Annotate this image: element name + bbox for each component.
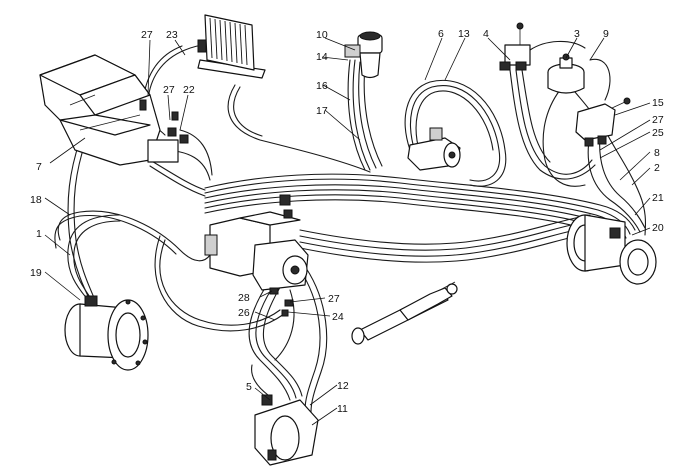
valve-15 [575, 97, 631, 147]
callout-12: 12 [337, 380, 349, 392]
callout-1: 1 [36, 228, 42, 240]
callout-19: 19 [30, 267, 42, 279]
hose-bundle-main [204, 173, 636, 263]
pump-assembly [204, 194, 309, 291]
hydraulic-cylinder [351, 281, 458, 345]
hose-bundle-lower [248, 267, 328, 413]
callout-5: 5 [246, 381, 252, 393]
callout-21: 21 [652, 192, 664, 204]
filter-3 [547, 53, 585, 94]
callout-labels: 27 23 27 22 7 18 1 19 10 14 16 17 6 13 4… [30, 28, 664, 415]
callout-16: 16 [316, 80, 328, 92]
callout-25: 25 [652, 127, 664, 139]
callout-14: 14 [316, 51, 328, 63]
callout-20: 20 [652, 222, 664, 234]
callout-9: 9 [603, 28, 609, 40]
callout-10: 10 [316, 29, 328, 41]
callout-27-mid: 27 [163, 84, 175, 96]
callout-13: 13 [458, 28, 470, 40]
callout-18: 18 [30, 194, 42, 206]
leader-lines [44, 37, 651, 426]
callout-8: 8 [654, 147, 660, 159]
callout-28: 28 [238, 292, 250, 304]
valve-block-22 [139, 99, 189, 163]
oil-cooler [197, 14, 266, 79]
callout-11: 11 [337, 403, 348, 415]
callout-2: 2 [654, 162, 660, 174]
callout-24: 24 [332, 311, 344, 323]
bottom-motor [254, 394, 319, 466]
callout-27-right: 27 [652, 114, 664, 126]
motor-6 [407, 127, 461, 171]
filter-10 [344, 31, 383, 79]
callout-4: 4 [483, 28, 489, 40]
callout-27-center: 27 [328, 293, 340, 305]
valve-4 [499, 22, 531, 71]
fittings-center [269, 287, 294, 317]
callout-27-top: 27 [141, 29, 153, 41]
callout-7: 7 [36, 161, 42, 173]
callout-6: 6 [438, 28, 444, 40]
cab-tank-assembly [39, 54, 161, 166]
right-wheel-motor [566, 214, 657, 285]
left-wheel-motor [64, 295, 149, 371]
callout-3: 3 [574, 28, 580, 40]
callout-17: 17 [316, 105, 328, 117]
callout-26: 26 [238, 307, 250, 319]
callout-15: 15 [652, 97, 664, 109]
callout-23: 23 [166, 29, 178, 41]
callout-22: 22 [183, 84, 195, 96]
